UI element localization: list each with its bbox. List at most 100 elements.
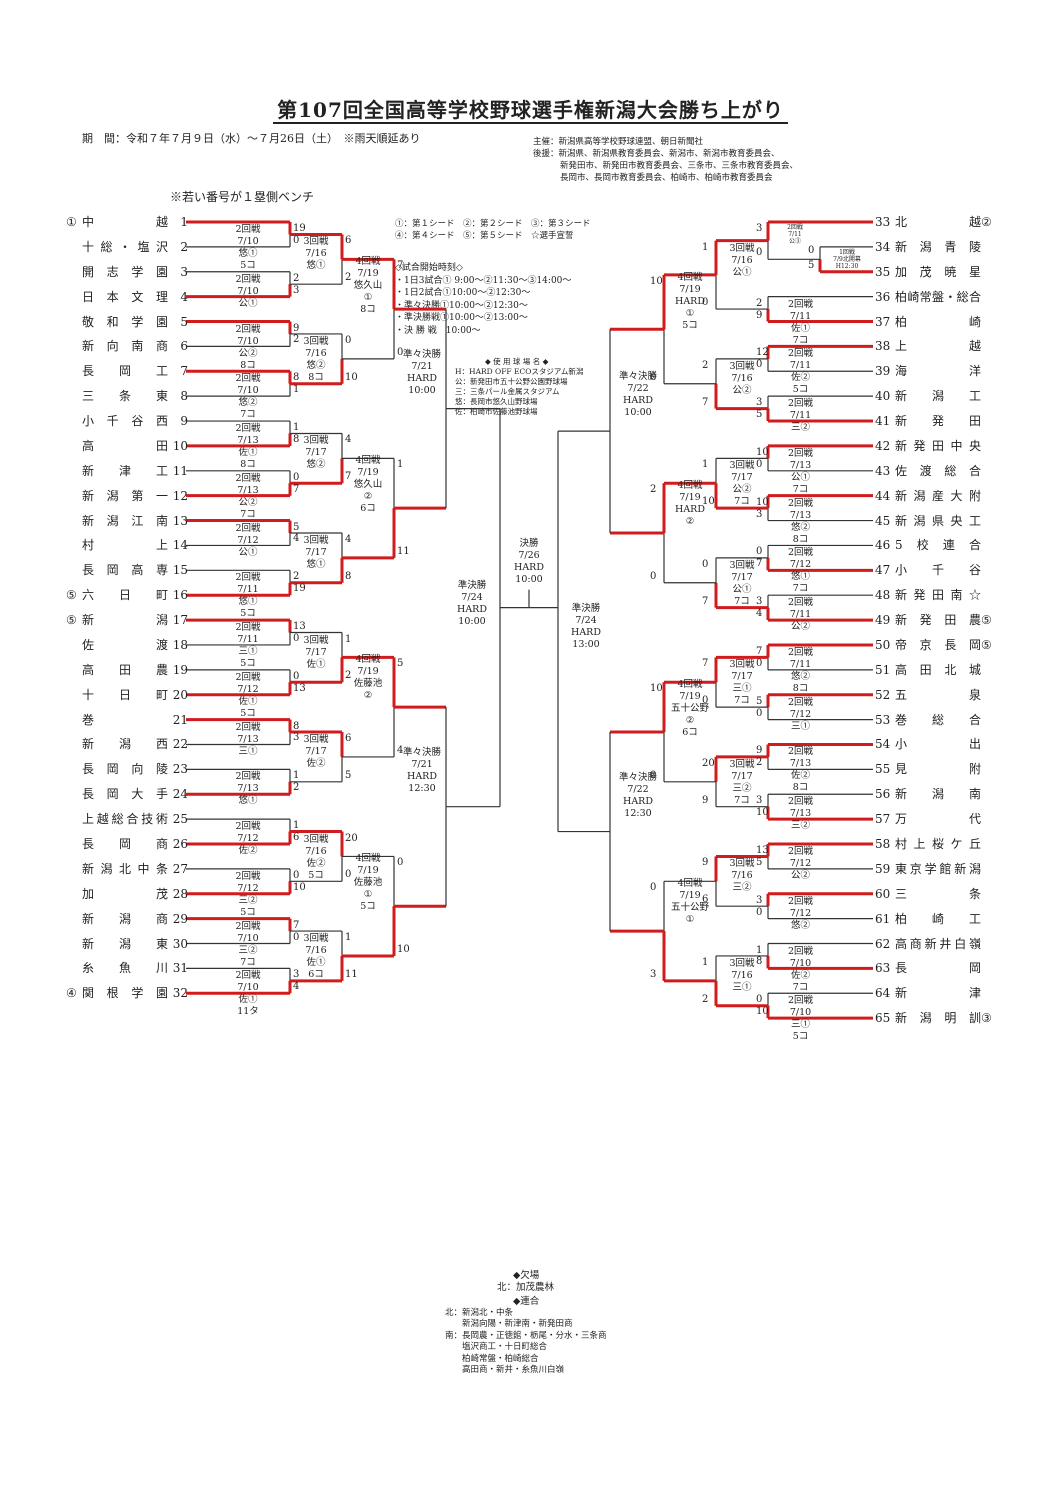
match-label-line: 佐①	[790, 322, 810, 334]
match-label-line: 三②	[732, 882, 752, 894]
match-label-line: HARD	[623, 395, 653, 407]
team-number: 22	[172, 737, 188, 752]
match-label-line: 2回戦	[235, 323, 261, 335]
team-name: 十日町	[82, 687, 168, 702]
score: 0	[345, 869, 352, 881]
match-label-line: 10:00	[408, 384, 436, 396]
team-number: 36	[875, 289, 891, 304]
team-name: 日本文理	[82, 289, 168, 304]
score: 10	[756, 446, 769, 458]
score: 6	[345, 733, 352, 745]
score: 8	[293, 720, 300, 732]
bench-note: ※若い番号が１塁側ベンチ	[170, 190, 315, 204]
score: 0	[756, 657, 763, 669]
team-number: 37	[875, 314, 891, 329]
match-label-line: 7/19	[357, 666, 379, 678]
score: 3	[650, 968, 657, 980]
match-label-line: 三①	[732, 683, 752, 695]
team-name: 5校連合	[895, 538, 981, 553]
score: 2	[345, 670, 352, 682]
score: 5	[756, 695, 763, 707]
match-label-line: 7/13	[237, 435, 259, 447]
organizer-block: 主催：新潟県高等学校野球連盟、朝日新聞社 後援：新潟県、新潟県教育委員会、新潟市…	[533, 136, 798, 184]
match-label-line: 2回戦	[787, 945, 814, 957]
match-label-line: HARD	[675, 295, 705, 307]
score: 1	[293, 384, 300, 396]
score: 7	[702, 396, 709, 408]
match-label-line: 7/12	[789, 907, 812, 919]
score: 20	[702, 757, 715, 769]
match-label-line: 4回戦	[355, 455, 381, 467]
match-label-line: 3回戦	[729, 858, 755, 870]
match-label-line: 7コ	[792, 583, 809, 595]
team-number: 60	[875, 886, 891, 901]
team-number: 51	[875, 662, 891, 677]
match-label-line: 7/16	[305, 248, 327, 260]
match-label-line: 悠②	[306, 359, 326, 371]
score: 5	[345, 769, 352, 781]
match-label-line: 5コ	[240, 608, 256, 620]
match-label-line: 7/12	[237, 882, 259, 894]
score: 5	[397, 658, 404, 670]
match-label-line: 7/10	[237, 982, 259, 994]
match-label-line: 2回戦	[787, 995, 814, 1007]
score: 9	[293, 322, 300, 334]
match-label-line: HARD	[675, 504, 705, 516]
team-number: 13	[172, 513, 188, 528]
score: 5	[756, 856, 763, 868]
match-label-line: 公①	[238, 546, 258, 558]
match-label-line: 4回戦	[355, 256, 381, 268]
absent-title: ◆欠場	[513, 1270, 540, 1281]
seed-mark: ⑤	[66, 613, 77, 628]
match-label-line: 7/17	[731, 770, 753, 782]
match-label-line: 3回戦	[729, 957, 755, 969]
match-label-line: 2回戦	[787, 298, 814, 310]
match-label-line: 12:30	[624, 807, 652, 819]
team-name: 万代	[895, 812, 981, 827]
match-label-line: 7コ	[240, 508, 256, 520]
score: 7	[702, 658, 709, 670]
score: 2	[702, 993, 709, 1005]
score: 1	[397, 459, 404, 471]
match-label-line: 4回戦	[677, 679, 703, 691]
team-number: 44	[875, 488, 891, 503]
page-title: 第107回全国高等学校野球選手権新潟大会勝ち上がり	[0, 94, 1061, 124]
match-label-line: 11タ	[237, 1006, 259, 1018]
score: 19	[293, 223, 306, 234]
match-label-line: 7/10	[789, 957, 812, 969]
match-label-line: 7/17	[305, 547, 327, 558]
team-number: 32	[172, 986, 188, 1001]
match-label-line: 3回戦	[729, 659, 755, 671]
team-number: 41	[875, 414, 891, 429]
match-label-line: 公③	[788, 238, 801, 245]
team-number: 18	[172, 637, 188, 652]
team-number: 10	[172, 438, 188, 453]
match-label-line: 7/17	[305, 646, 327, 658]
match-label-line: 佐①	[306, 658, 326, 670]
